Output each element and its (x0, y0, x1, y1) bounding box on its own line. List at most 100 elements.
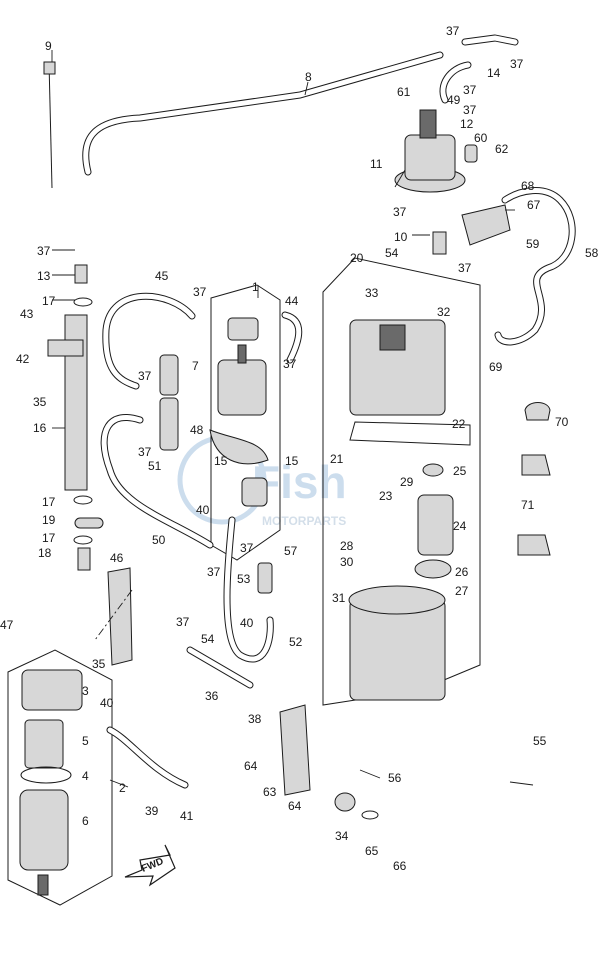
reference-dashed-line (94, 589, 133, 641)
callout-70: 71 (521, 498, 535, 512)
float-chamber-31 (348, 585, 446, 701)
grommet-69 (524, 402, 551, 421)
callout-45: 46 (110, 551, 124, 565)
callout-46: 47 (0, 618, 14, 632)
callout-29: 29 (400, 475, 414, 489)
group-outline-20 (322, 257, 481, 706)
vapor-separator-11 (394, 109, 466, 193)
callout-4: 4 (82, 769, 89, 783)
hoses (82, 34, 576, 789)
callout-54b: 55 (533, 734, 547, 748)
callout-39: 40 (196, 503, 210, 517)
callout-12: 12 (460, 117, 474, 131)
callout-37l: 37 (207, 565, 221, 579)
callout-49: 50 (152, 533, 166, 547)
callout-55: 56 (388, 771, 402, 785)
callout-37f: 37 (458, 261, 472, 275)
callout-37i: 37 (283, 357, 297, 371)
clip-70 (521, 454, 551, 476)
callout-2: 2 (119, 781, 126, 795)
callout-7: 7 (192, 359, 199, 373)
callout-8: 8 (305, 70, 312, 84)
callout-25: 25 (453, 464, 467, 478)
callout-10: 10 (394, 230, 408, 244)
callout-37c: 37 (463, 83, 477, 97)
callout-30: 30 (340, 555, 354, 569)
watermark-brand: Fish (252, 456, 347, 508)
callout-37g: 37 (37, 244, 51, 258)
callout-9: 9 (45, 39, 52, 53)
callout-59: 60 (474, 131, 488, 145)
callout-32: 32 (437, 305, 451, 319)
union-7 (159, 354, 179, 396)
callout-40a: 40 (240, 616, 254, 630)
callout-40b: 40 (100, 696, 114, 710)
callout-48: 49 (447, 93, 461, 107)
callout-17a: 17 (42, 294, 56, 308)
callout-19: 19 (42, 513, 56, 527)
callout-61: 62 (495, 142, 509, 156)
valve-52 (257, 562, 273, 594)
callout-35b: 35 (92, 657, 106, 671)
brackets (107, 567, 311, 796)
callout-68: 69 (489, 360, 503, 374)
callout-44: 45 (155, 269, 169, 283)
callout-38: 39 (145, 804, 159, 818)
union-19 (74, 517, 104, 529)
tie-strap-9 (43, 61, 56, 189)
callout-18: 18 (38, 546, 52, 560)
callout-37j: 37 (138, 369, 152, 383)
bracket-66 (461, 204, 511, 246)
callout-33: 33 (365, 286, 379, 300)
small-parts (73, 144, 551, 820)
callout-35a: 35 (33, 395, 47, 409)
washer-17 (73, 297, 93, 307)
callout-6: 6 (82, 814, 89, 828)
fitting-10 (432, 231, 447, 255)
callout-17b: 17 (42, 495, 56, 509)
callout-67: 68 (521, 179, 535, 193)
clip-71 (517, 534, 551, 556)
group-outline-2 (7, 649, 113, 906)
grommet-34 (334, 792, 356, 812)
callout-37o: 38 (248, 712, 262, 726)
grommet-12 (464, 144, 478, 163)
callout-15b: 15 (285, 454, 299, 468)
callout-3: 3 (82, 684, 89, 698)
fuel-cooler-body (349, 319, 471, 446)
callout-69: 70 (555, 415, 569, 429)
hose-58 (494, 187, 576, 346)
high-pressure-pump-24 (414, 463, 454, 579)
union-13 (74, 264, 88, 284)
callout-41: 42 (16, 352, 30, 366)
fwd-direction-indicator: FWD (124, 844, 176, 887)
callout-36: 36 (205, 689, 219, 703)
watermark-logo: Fish MOTORPARTS (177, 435, 347, 528)
callout-53: 54 (201, 632, 215, 646)
callout-22: 22 (452, 417, 466, 431)
callout-37m: 37 (240, 541, 254, 555)
fuel-filter-assembly (19, 669, 83, 896)
callout-43: 44 (285, 294, 299, 308)
watermark-subtitle: MOTORPARTS (262, 514, 346, 528)
callout-57: 58 (585, 246, 599, 260)
bolt-18 (77, 547, 91, 571)
callout-37a: 37 (446, 24, 460, 38)
washer-64 (361, 810, 379, 820)
callout-54a: 54 (385, 246, 399, 260)
callout-37e: 37 (393, 205, 407, 219)
callout-47: 48 (190, 423, 204, 437)
callout-50: 51 (148, 459, 162, 473)
callout-11: 11 (370, 157, 383, 171)
callout-26: 26 (455, 565, 469, 579)
callout-17c: 17 (42, 531, 56, 545)
bracket-16 (47, 314, 88, 491)
callout-27: 27 (455, 584, 469, 598)
callout-labels: 1 2 3 4 5 6 7 8 9 10 11 12 13 14 15 15 1… (0, 24, 599, 873)
callout-64a: 64 (288, 799, 302, 813)
callout-58: 59 (526, 237, 540, 251)
callout-23: 23 (379, 489, 393, 503)
callout-63: 64 (244, 759, 258, 773)
